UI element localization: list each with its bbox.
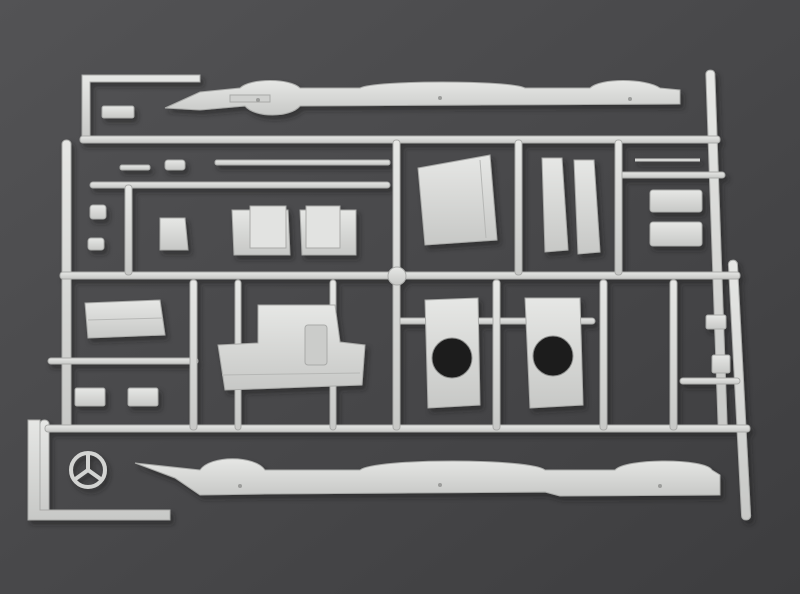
steering-wheel — [69, 451, 107, 489]
chassis-rail-top — [164, 80, 681, 116]
wheel-arch-right — [524, 297, 584, 409]
side-panels — [541, 157, 601, 255]
small-parts-left — [87, 105, 189, 251]
sprue-frame — [27, 69, 752, 521]
hood-panel — [417, 154, 498, 246]
small-parts-right — [635, 158, 731, 374]
chassis-rail-bottom — [134, 458, 721, 497]
runner-hub — [387, 266, 407, 286]
wheel-arch-left — [424, 297, 481, 409]
seat-frames — [214, 159, 391, 256]
small-plates — [74, 387, 159, 407]
floor-pan — [217, 304, 366, 391]
seat-panel — [84, 299, 166, 339]
